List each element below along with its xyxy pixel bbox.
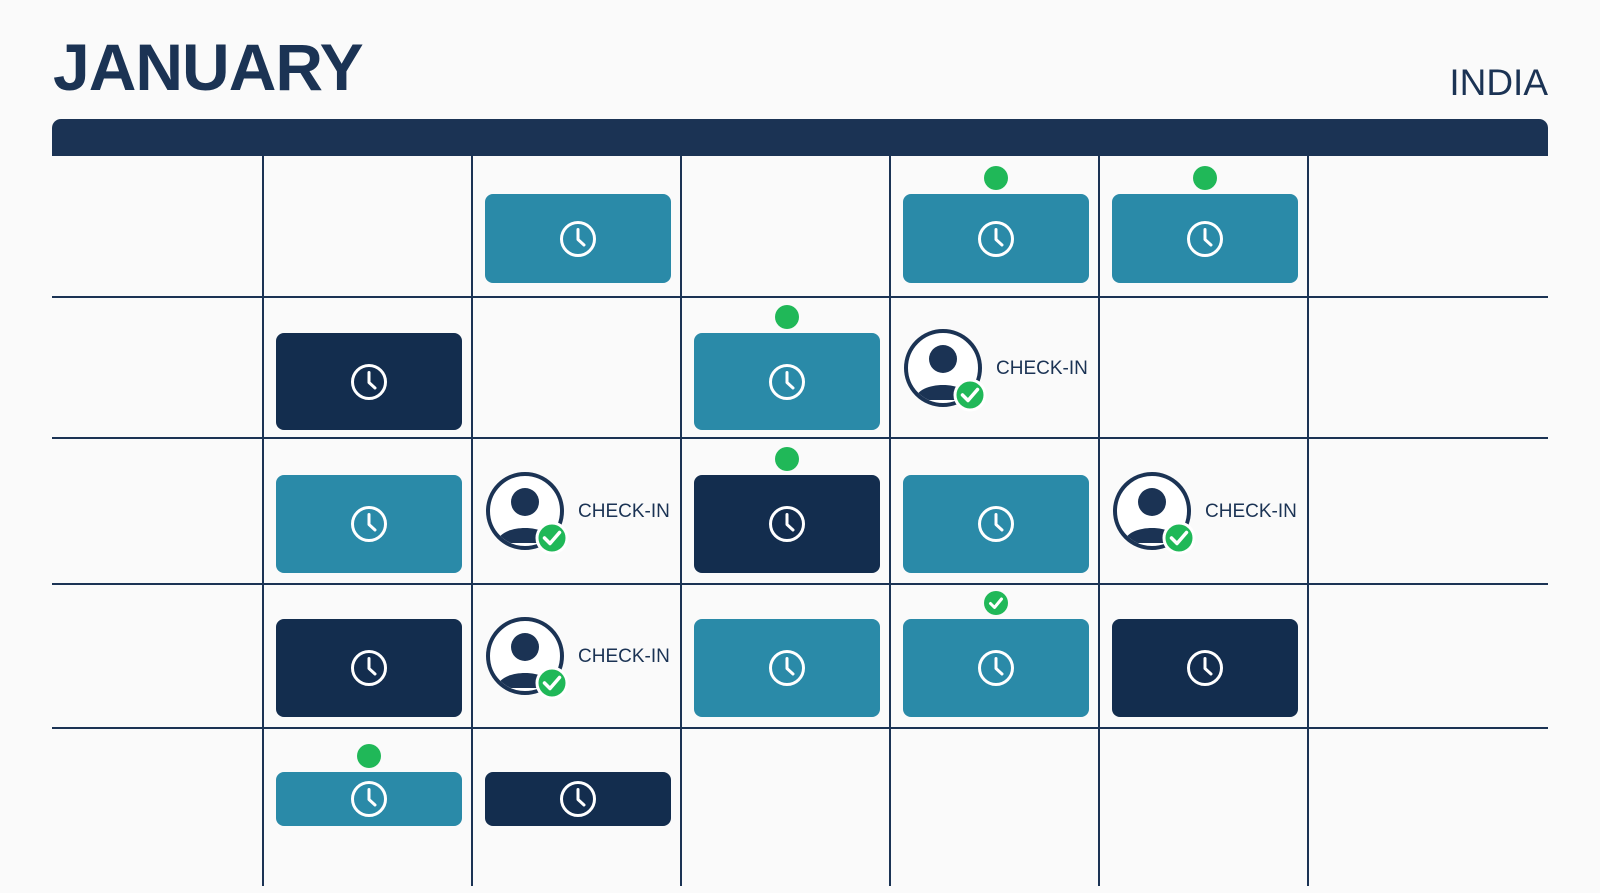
user-avatar-icon (485, 471, 569, 555)
checkin-status[interactable]: CHECK-IN (485, 471, 675, 555)
grid-row-divider (52, 296, 1548, 298)
event-block[interactable] (903, 619, 1089, 717)
clock-icon (349, 779, 389, 819)
grid-row-divider (52, 583, 1548, 585)
event-block[interactable] (276, 772, 462, 826)
event-block[interactable] (485, 194, 671, 283)
clock-icon (767, 362, 807, 402)
clock-icon (976, 648, 1016, 688)
clock-icon (349, 362, 389, 402)
event-block[interactable] (1112, 619, 1298, 717)
checkin-label: CHECK-IN (996, 358, 1088, 379)
clock-icon (767, 648, 807, 688)
grid-column-divider (680, 156, 682, 886)
grid-column-divider (471, 156, 473, 886)
status-dot (775, 447, 799, 471)
grid-row-divider (52, 437, 1548, 439)
grid-row-divider (52, 727, 1548, 729)
event-block[interactable] (694, 333, 880, 430)
clock-icon (558, 219, 598, 259)
event-block[interactable] (903, 194, 1089, 283)
grid-column-divider (1098, 156, 1100, 886)
checkin-status[interactable]: CHECK-IN (903, 328, 1093, 412)
user-avatar-icon (485, 616, 569, 700)
event-block[interactable] (694, 475, 880, 573)
user-avatar-icon (1112, 471, 1196, 555)
checkin-label: CHECK-IN (578, 501, 670, 522)
status-check-icon (984, 591, 1008, 615)
user-avatar-icon (903, 328, 987, 412)
event-block[interactable] (276, 475, 462, 573)
clock-icon (349, 504, 389, 544)
calendar-header-bar (52, 119, 1548, 156)
checkin-status[interactable]: CHECK-IN (485, 616, 675, 700)
page-title: JANUARY (53, 30, 364, 104)
status-dot (775, 305, 799, 329)
clock-icon (767, 504, 807, 544)
grid-column-divider (262, 156, 264, 886)
status-dot (1193, 166, 1217, 190)
calendar-grid: CHECK-IN CHECK-IN CHECK-IN CHECK-IN (52, 156, 1548, 886)
checkin-label: CHECK-IN (1205, 501, 1297, 522)
clock-icon (558, 779, 598, 819)
region-label: INDIA (1449, 62, 1548, 103)
event-block[interactable] (1112, 194, 1298, 283)
clock-icon (976, 219, 1016, 259)
event-block[interactable] (903, 475, 1089, 573)
grid-column-divider (889, 156, 891, 886)
checkin-status[interactable]: CHECK-IN (1112, 471, 1302, 555)
event-block[interactable] (276, 619, 462, 717)
event-block[interactable] (276, 333, 462, 430)
grid-column-divider (1307, 156, 1309, 886)
checkin-label: CHECK-IN (578, 646, 670, 667)
clock-icon (1185, 219, 1225, 259)
event-block[interactable] (694, 619, 880, 717)
clock-icon (1185, 648, 1225, 688)
event-block[interactable] (485, 772, 671, 826)
clock-icon (976, 504, 1016, 544)
clock-icon (349, 648, 389, 688)
status-dot (984, 166, 1008, 190)
status-dot (357, 744, 381, 768)
